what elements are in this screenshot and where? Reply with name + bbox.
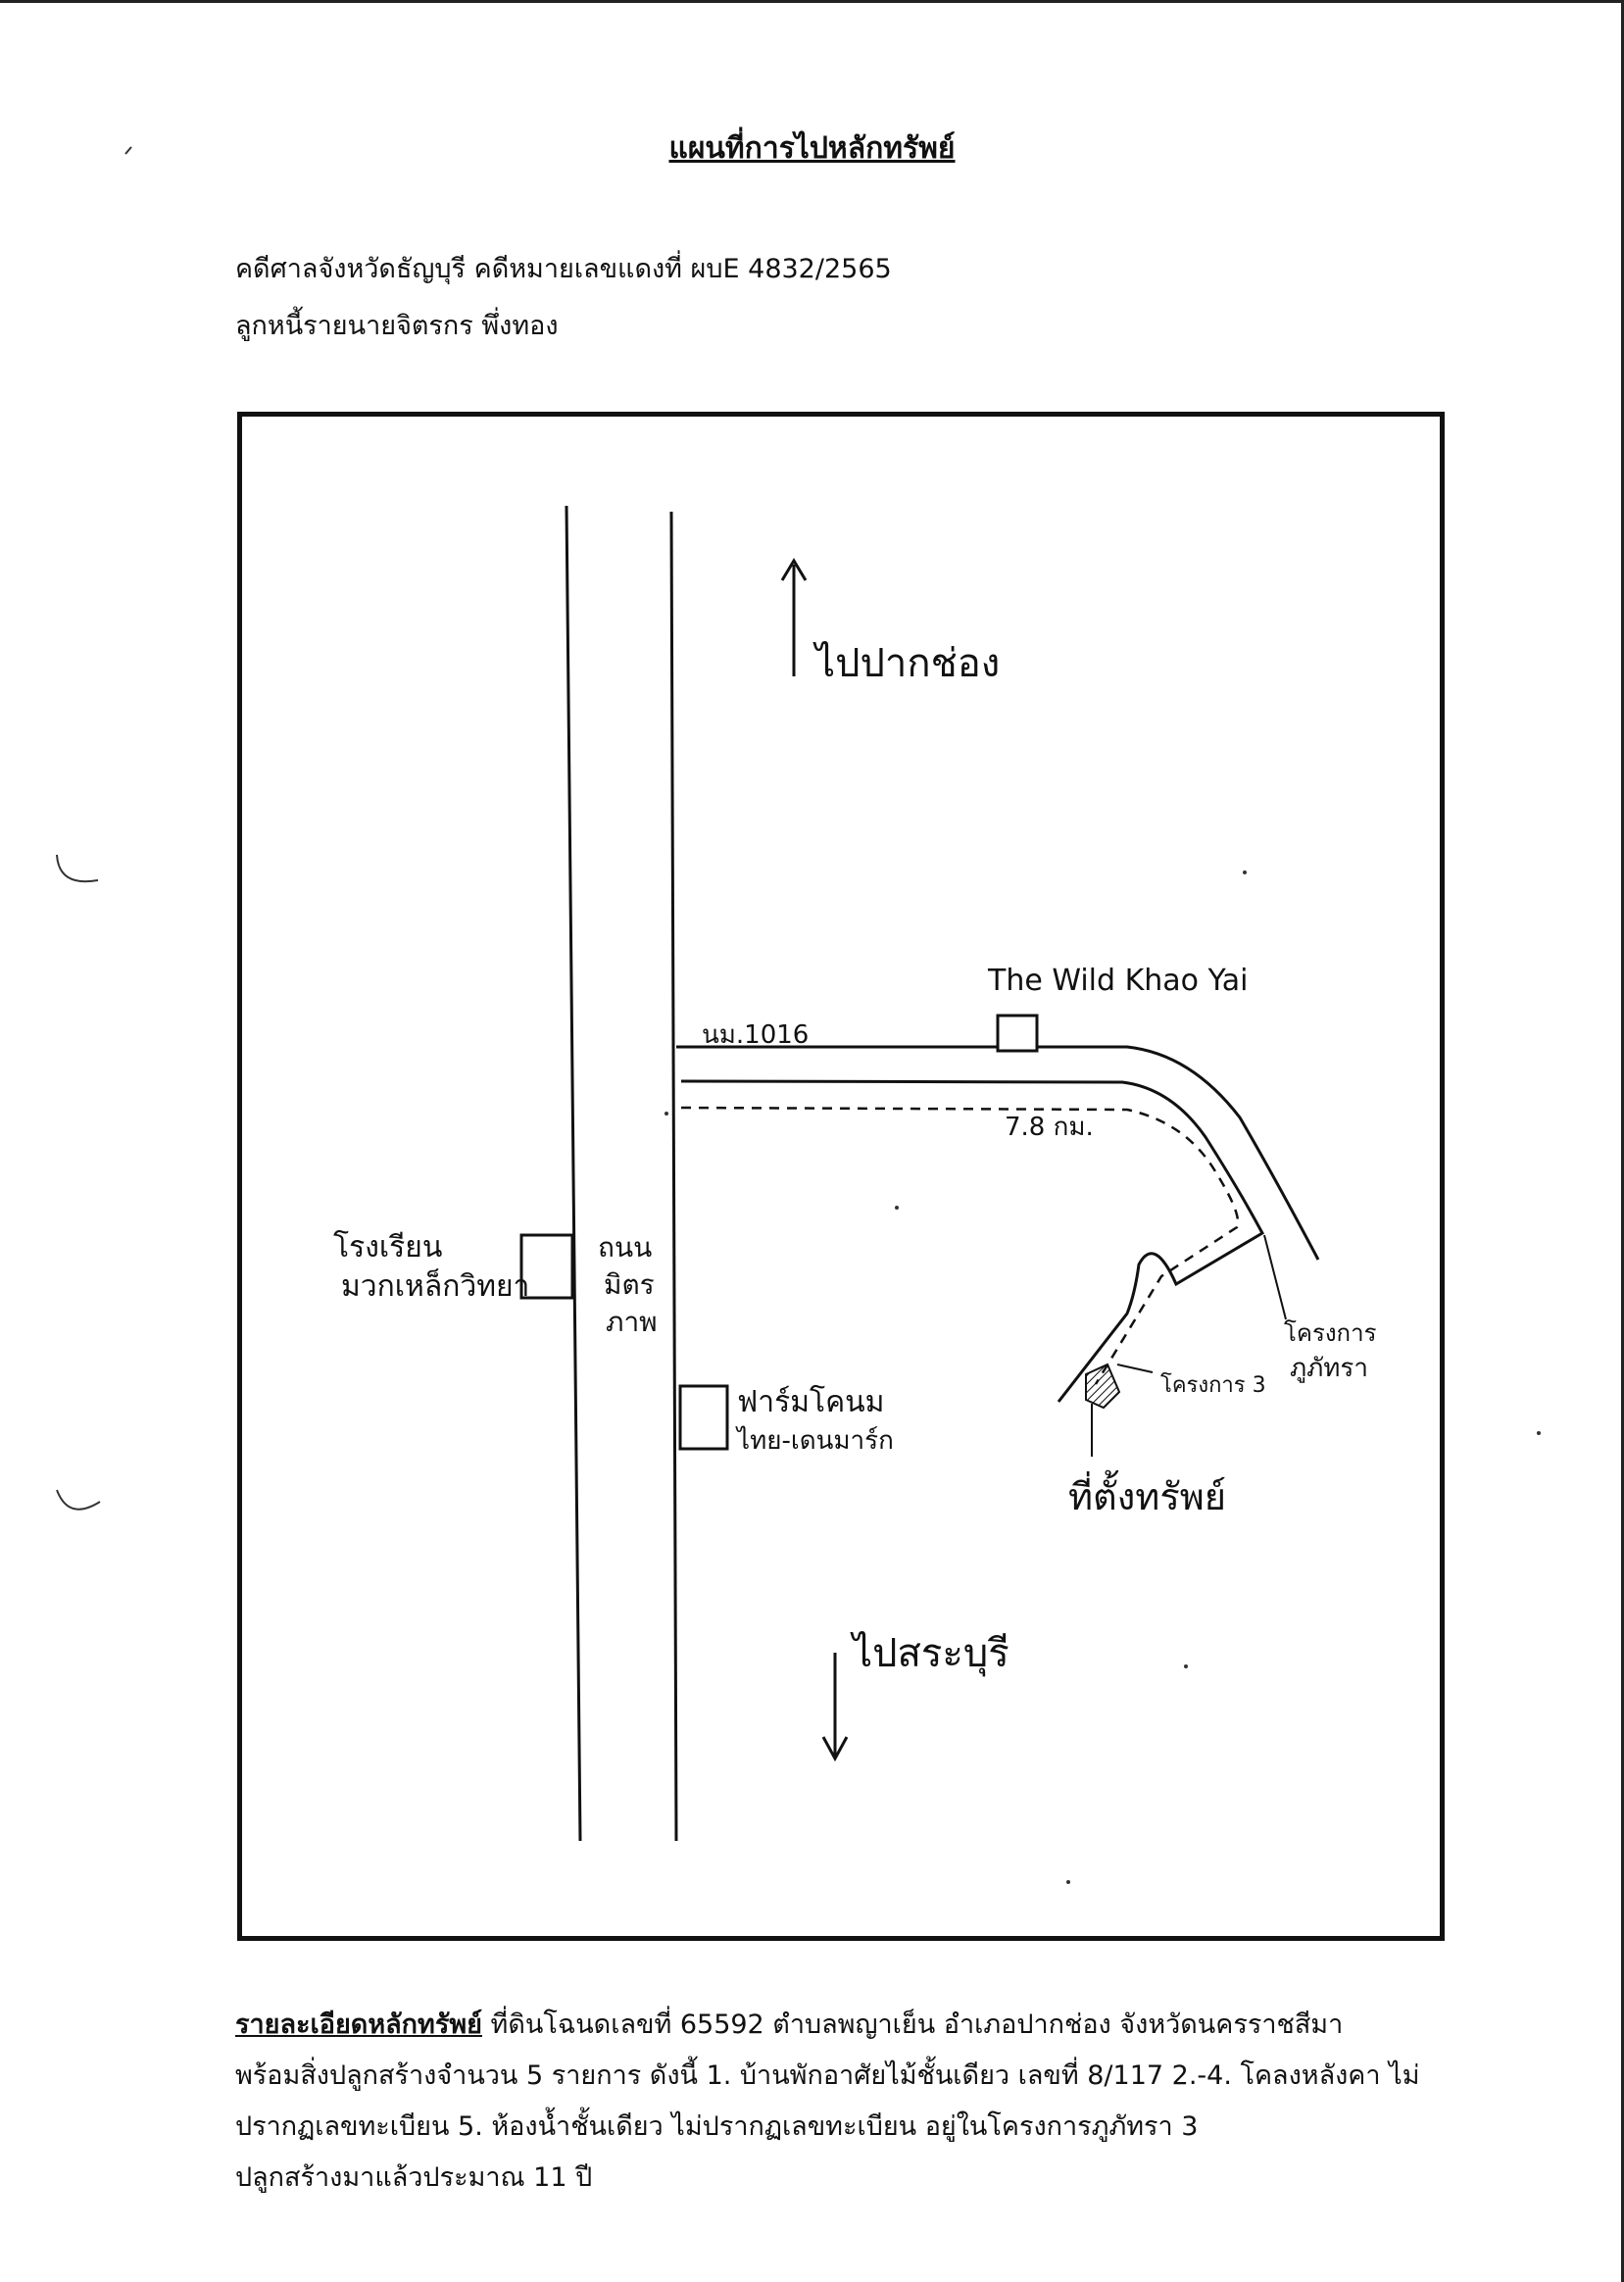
scan-artifact-mark (56, 1489, 101, 1511)
distance-label: 7.8 กม. (1005, 1113, 1094, 1142)
the-wild-khao-yai-marker (996, 1014, 1039, 1053)
school-label-2: มวกเหล็กวิทยา (341, 1267, 529, 1304)
court-case-line: คดีศาลจังหวัดธัญบุรี คดีหมายเลขแดงที่ ผบ… (235, 254, 892, 284)
asset-details-line-4: ปลูกสร้างมาแล้วประมาณ 11 ปี (235, 2162, 593, 2193)
asset-details-heading: รายละเอียดหลักทรัพย์ (235, 2009, 482, 2040)
side-road-north-edge (676, 1045, 1320, 1261)
main-road-label-3: ภาพ (606, 1306, 658, 1338)
farm-marker (678, 1384, 729, 1451)
asset-details-line-1: ที่ดินโฉนดเลขที่ 65592 ตำบลพญาเย็น อำเภอ… (490, 2009, 1344, 2040)
project-label-2: ภูภัทรา (1290, 1354, 1368, 1383)
main-road-east-edge (669, 511, 678, 1842)
scan-artifact-mark (124, 146, 132, 155)
project-pointer-line (1263, 1234, 1287, 1320)
phase-label: โครงการ 3 (1160, 1372, 1266, 1398)
side-road-label: นม.1016 (702, 1020, 809, 1050)
asset-details-line-3: ปรากฏเลขทะเบียน 5. ห้องน้ำชั้นเดียว ไม่ป… (235, 2111, 1199, 2142)
main-road-label-1: ถนน (598, 1231, 652, 1264)
north-arrow-head (780, 558, 808, 581)
south-arrow-head (821, 1736, 849, 1762)
main-road-label-2: มิตร (604, 1268, 655, 1301)
project-label-1: โครงการ (1284, 1319, 1377, 1347)
route-dashed-line (680, 1106, 1240, 1385)
page-border-right (1621, 0, 1624, 2282)
property-location-label: ที่ตั้งทรัพย์ (1068, 1469, 1226, 1518)
property-plot (1085, 1363, 1121, 1410)
school-marker (519, 1233, 574, 1300)
side-road-south-edge (680, 1079, 1265, 1403)
the-wild-khao-yai-label: The Wild Khao Yai (987, 964, 1248, 998)
debtor-line: ลูกหนี้รายนายจิตรกร พึ่งทอง (235, 311, 559, 341)
page-border-top (0, 0, 1624, 3)
map-frame (237, 412, 1445, 1941)
main-road-west-edge (565, 505, 582, 1842)
farm-label-2: ไทย-เดนมาร์ก (735, 1425, 894, 1456)
south-direction-label: ไปสระบุรี (850, 1631, 1009, 1677)
asset-details-line-2: พร้อมสิ่งปลูกสร้างจำนวน 5 รายการ ดังนี้ … (235, 2060, 1420, 2091)
phase-pointer-line (1116, 1364, 1154, 1373)
farm-label-1: ฟาร์มโคนม (737, 1384, 884, 1419)
school-label-1: โรงเรียน (333, 1229, 442, 1265)
asset-details: รายละเอียดหลักทรัพย์ ที่ดินโฉนดเลขที่ 65… (235, 2000, 1441, 2204)
scan-artifact-mark (56, 854, 99, 883)
north-direction-label: ไปปากช่อง (812, 641, 1000, 686)
page-title: แผนที่การไปหลักทรัพย์ (668, 131, 956, 166)
